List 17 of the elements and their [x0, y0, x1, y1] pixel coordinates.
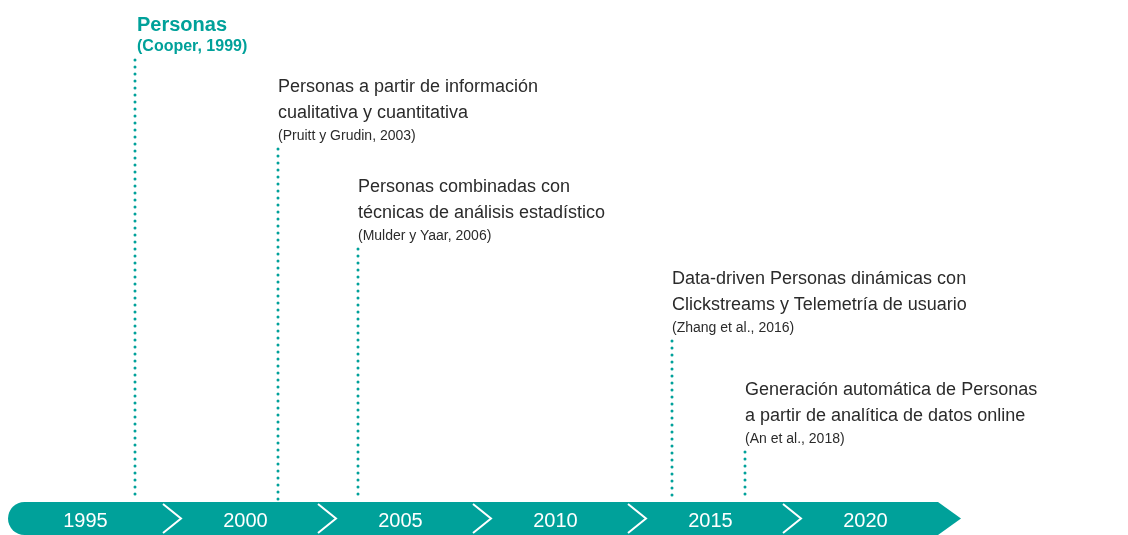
citation: (An et al., 2018)	[745, 429, 845, 448]
citation: (Pruitt y Grudin, 2003)	[278, 126, 416, 145]
year-label: 2000	[222, 508, 268, 532]
citation: (Mulder y Yaar, 2006)	[358, 226, 492, 245]
event-title: Personas combinadas con técnicas de análisis estadístico	[358, 175, 607, 224]
citation: (Zhang et al., 2016)	[672, 318, 795, 337]
leader-line	[276, 147, 280, 503]
event-title: Data-driven Personas dinámicas con Clickstreams y Telemetría de usuario	[672, 267, 968, 316]
event-title: Personas a partir de información cualitativa y cuantitativa	[278, 75, 540, 124]
citation: (Cooper, 1999)	[137, 36, 248, 56]
event-title: Personas	[137, 12, 228, 36]
year-label: 1995	[63, 508, 108, 532]
year-label: 2020	[842, 508, 888, 532]
event-title: Generación automática de Personas a partir de analítica de datos online	[745, 378, 1039, 427]
year-label: 2005	[377, 508, 423, 532]
year-label: 2015	[687, 508, 733, 532]
year-label: 2010	[532, 508, 578, 532]
